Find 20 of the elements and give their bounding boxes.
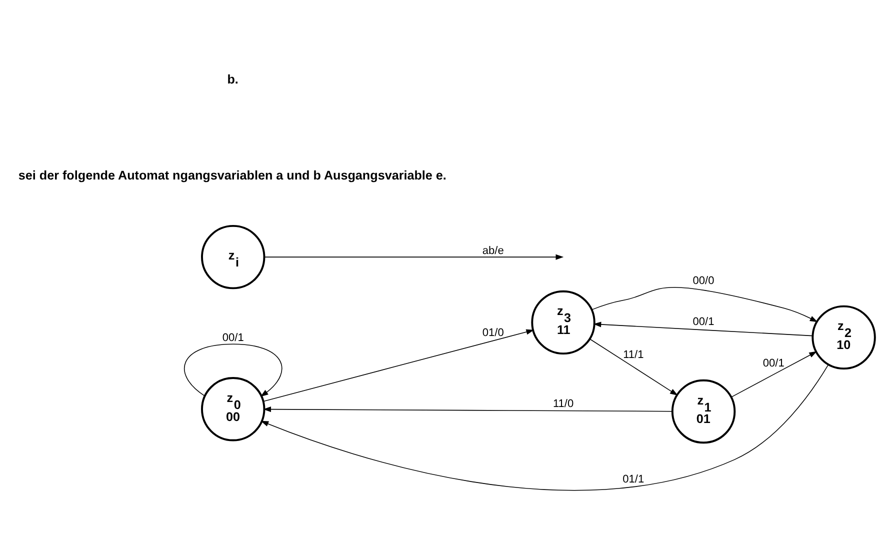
arrow xyxy=(262,328,534,402)
label: sei der folgende Automat ngangsvariablen a und b Ausgangsvariable e. xyxy=(18,168,446,182)
edge-label: 00/1 xyxy=(222,332,244,344)
edge-label: 00/1 xyxy=(692,315,714,328)
edge-label: 00/0 xyxy=(692,274,714,286)
arrow xyxy=(731,350,818,397)
edge-label: 00/1 xyxy=(762,357,784,370)
arrow xyxy=(591,286,818,322)
edge-label: 11/1 xyxy=(623,348,644,361)
label: b. xyxy=(227,72,238,86)
arrow xyxy=(264,254,564,260)
edge-label: 01/0 xyxy=(482,326,504,339)
arrow xyxy=(593,321,814,336)
arrow xyxy=(263,406,672,412)
edge-label: ab/e xyxy=(482,244,504,257)
arrow xyxy=(589,338,678,396)
arrow xyxy=(260,364,829,490)
edge-label: 11/0 xyxy=(552,397,574,410)
arrow xyxy=(184,343,282,396)
edge-label: 01/1 xyxy=(622,473,644,486)
